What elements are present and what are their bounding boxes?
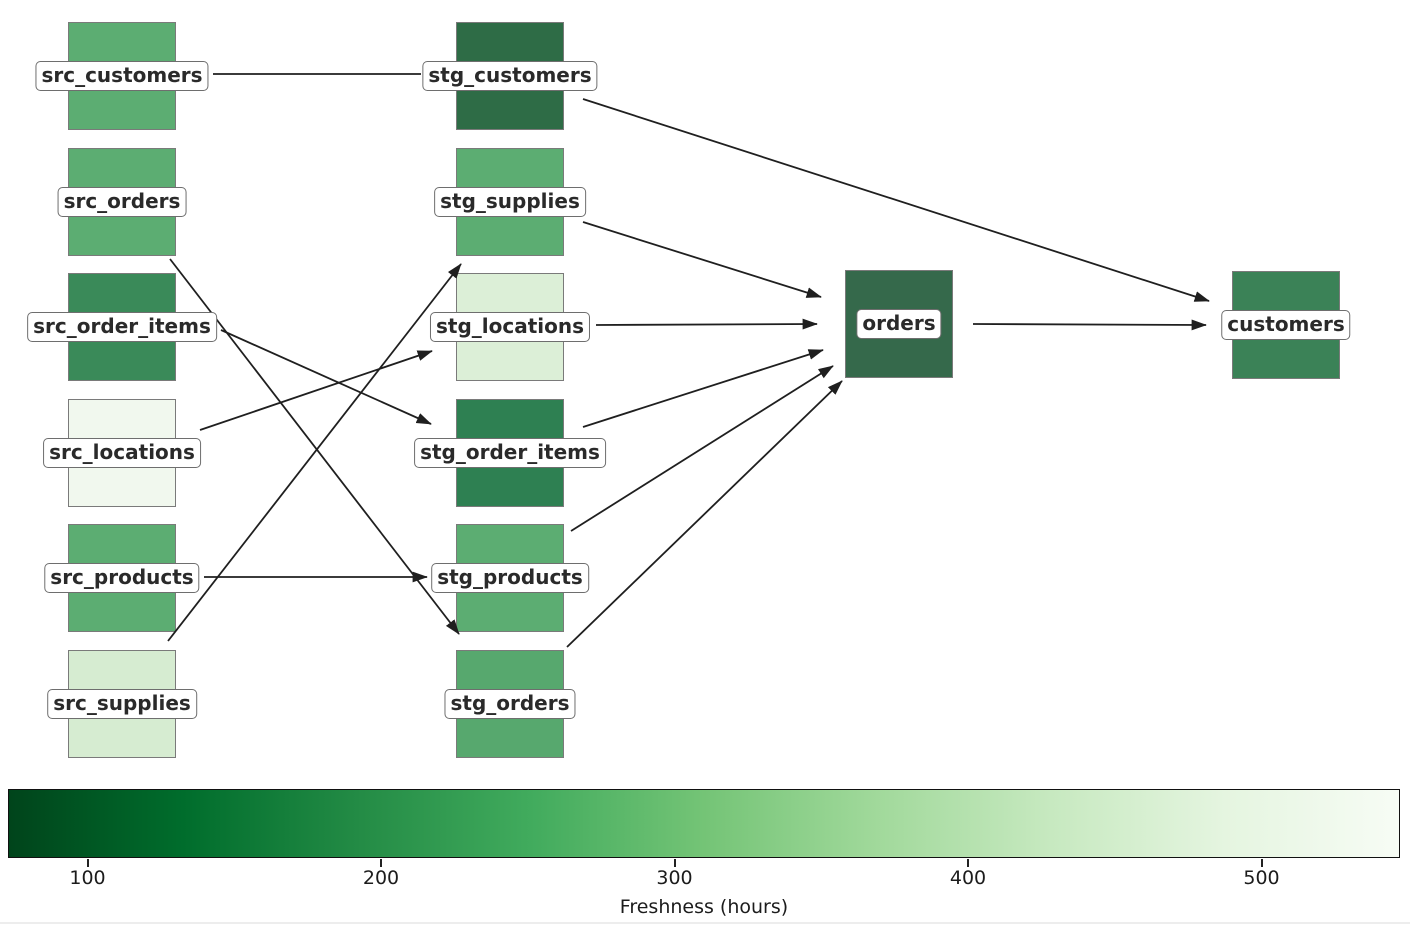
node-label-stg_products: stg_products xyxy=(431,563,589,593)
colorbar-tick-mark xyxy=(673,859,676,867)
node-label-stg_customers: stg_customers xyxy=(422,61,598,91)
colorbar-gradient xyxy=(8,789,1400,858)
node-label-src_order_items: src_order_items xyxy=(27,312,217,342)
figure-bottom-rule xyxy=(0,922,1410,924)
colorbar-tick-label: 100 xyxy=(69,867,106,889)
colorbar-tick-label: 400 xyxy=(949,867,987,889)
edge-stg_products-to-orders xyxy=(570,365,834,532)
node-label-stg_locations: stg_locations xyxy=(429,312,591,342)
colorbar-tick-mark xyxy=(1260,859,1263,867)
edge-stg_customers-to-customers xyxy=(582,98,1210,302)
edge-src_locations-to-stg_locations xyxy=(199,350,433,431)
node-label-stg_orders: stg_orders xyxy=(444,689,576,719)
node-label-orders: orders xyxy=(856,309,942,339)
edge-stg_locations-to-orders xyxy=(595,318,818,330)
colorbar-tick-label: 200 xyxy=(362,867,400,889)
edge-src_orders-to-stg_orders xyxy=(169,258,460,635)
colorbar-tick-label: 500 xyxy=(1243,867,1280,889)
node-label-src_supplies: src_supplies xyxy=(47,689,197,719)
node-label-stg_supplies: stg_supplies xyxy=(434,187,586,217)
colorbar-tick-mark xyxy=(380,859,382,867)
node-label-stg_order_items: stg_order_items xyxy=(414,438,606,468)
edge-stg_order_items-to-orders xyxy=(582,349,824,428)
edge-stg_orders-to-orders xyxy=(566,380,843,648)
node-label-src_orders: src_orders xyxy=(57,187,187,217)
colorbar-axis-label: Freshness (hours) xyxy=(619,896,789,918)
colorbar-tick-mark xyxy=(86,859,89,867)
edge-src_order_items-to-stg_order_items xyxy=(220,329,432,425)
edge-orders-to-customers xyxy=(972,319,1207,331)
node-label-src_customers: src_customers xyxy=(35,61,209,91)
colorbar-tick-mark xyxy=(967,859,969,867)
edge-src_supplies-to-stg_supplies xyxy=(167,263,462,642)
edge-stg_supplies-to-orders xyxy=(582,221,822,298)
node-label-src_products: src_products xyxy=(44,563,200,593)
node-label-src_locations: src_locations xyxy=(43,438,201,468)
node-label-customers: customers xyxy=(1221,310,1351,340)
colorbar-tick-label: 300 xyxy=(656,867,693,889)
